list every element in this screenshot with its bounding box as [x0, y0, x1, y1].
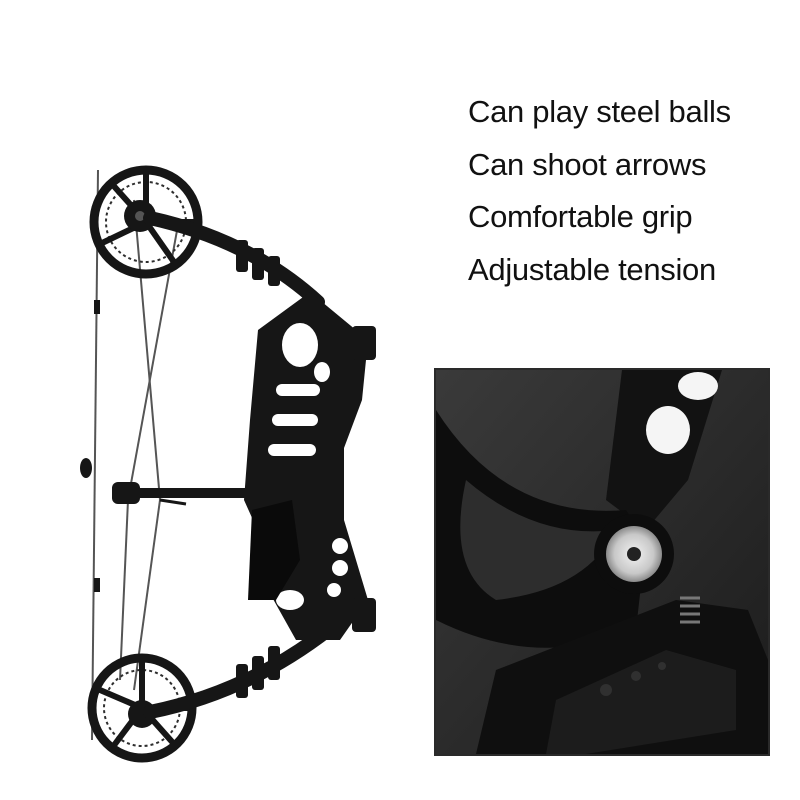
feature-item: Can play steel balls — [468, 94, 731, 129]
arrow-rest — [112, 482, 260, 506]
feature-list: Can play steel balls Can shoot arrows Co… — [468, 86, 788, 296]
detail-closeup-image — [434, 368, 770, 756]
feature-item: Comfortable grip — [468, 199, 693, 234]
feature-item: Can shoot arrows — [468, 146, 707, 182]
bow-riser — [244, 292, 376, 640]
limb-dampeners — [236, 240, 280, 698]
string-accessories — [80, 300, 100, 592]
feature-item: Adjustable tension — [468, 251, 716, 287]
compound-bow-image — [80, 165, 376, 763]
